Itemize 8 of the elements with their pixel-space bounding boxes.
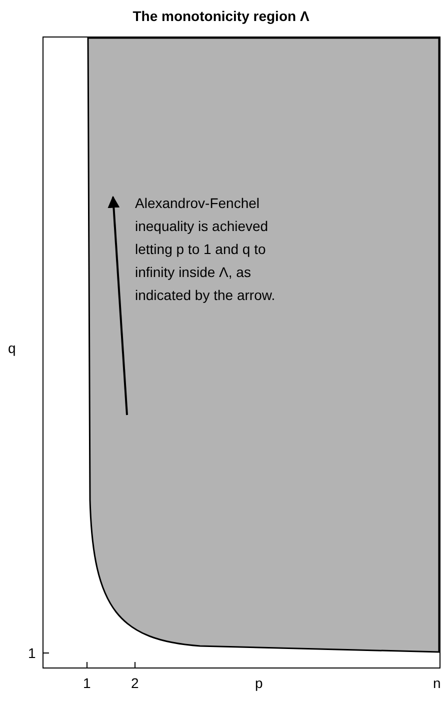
axis-label: p (255, 675, 263, 691)
tick-label: 2 (131, 675, 139, 691)
annotation-text: Alexandrov-Fenchel inequality is achieved letting p to 1 and q to infinity inside Λ, as indicated by the arrow. (135, 194, 276, 305)
axis-label: q (8, 340, 16, 356)
tick-label: 1 (83, 675, 91, 691)
axis-label: n (433, 675, 441, 691)
tick-label: 1 (28, 645, 36, 661)
chart-title: The monotonicity region Λ (132, 8, 310, 24)
